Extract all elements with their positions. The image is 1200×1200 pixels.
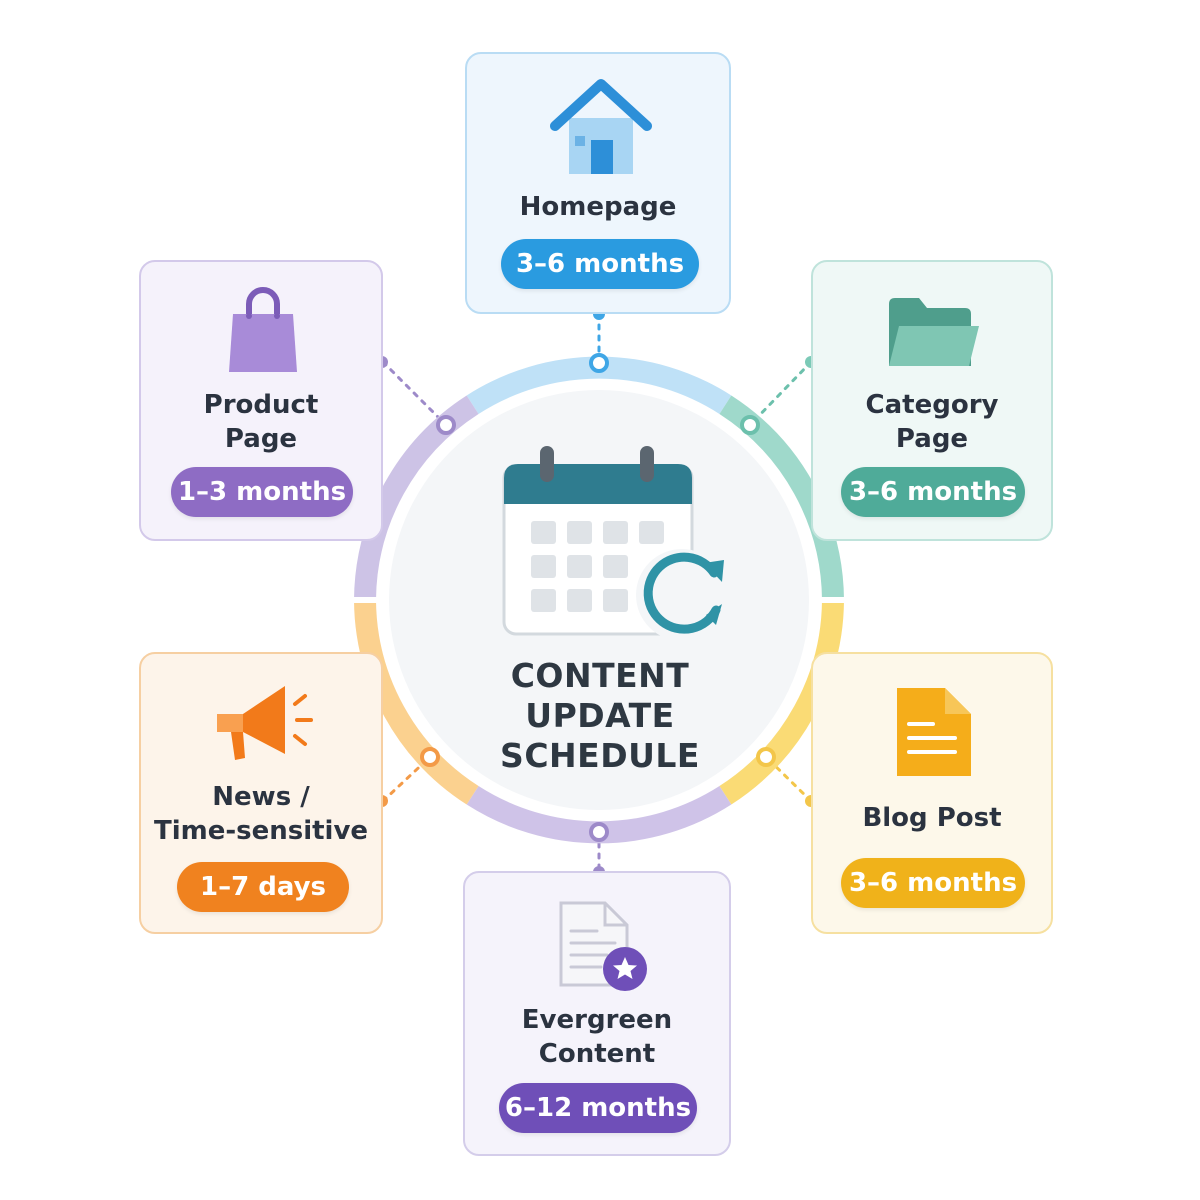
card-product-page: Product Page 1–3 months xyxy=(139,260,383,541)
connector-category xyxy=(748,360,813,427)
house-icon xyxy=(550,79,652,174)
pill-category-page: 3–6 months xyxy=(841,467,1025,517)
connector-product xyxy=(381,360,448,427)
calendar-refresh-icon xyxy=(502,446,728,641)
ring-segment-yellow xyxy=(719,599,844,805)
label-news-time-sensitive: News / Time-sensitive xyxy=(153,782,369,846)
card-news-time-sensitive: News / Time-sensitive 1–7 days xyxy=(139,652,383,934)
label-category-page: Category Page xyxy=(865,390,999,454)
label-blog-post: Blog Post xyxy=(862,803,1002,833)
label-homepage: Homepage xyxy=(519,192,677,222)
megaphone-icon xyxy=(217,686,313,760)
label-product-page: Product Page xyxy=(203,390,319,454)
pill-homepage: 3–6 months xyxy=(501,239,699,289)
card-category-page: Category Page 3–6 months xyxy=(811,260,1053,541)
certificate-icon xyxy=(559,901,647,991)
pill-product-page: 1–3 months xyxy=(171,467,353,517)
card-evergreen-content: Evergreen Content 6–12 months xyxy=(463,871,731,1156)
shopping-bag-icon xyxy=(229,287,297,372)
pill-blog-post: 3–6 months xyxy=(841,858,1025,908)
pill-evergreen-content: 6–12 months xyxy=(499,1083,697,1133)
document-icon xyxy=(897,688,971,776)
label-evergreen-content: Evergreen Content xyxy=(521,1005,673,1069)
pill-news-time-sensitive: 1–7 days xyxy=(177,862,349,912)
connector-blog xyxy=(764,755,813,803)
center-title: CONTENT UPDATE SCHEDULE xyxy=(500,656,700,775)
ring-segment-orange xyxy=(354,599,479,805)
card-homepage: Homepage 3–6 months xyxy=(465,52,731,314)
card-blog-post: Blog Post 3–6 months xyxy=(811,652,1053,934)
folder-icon xyxy=(889,298,979,366)
